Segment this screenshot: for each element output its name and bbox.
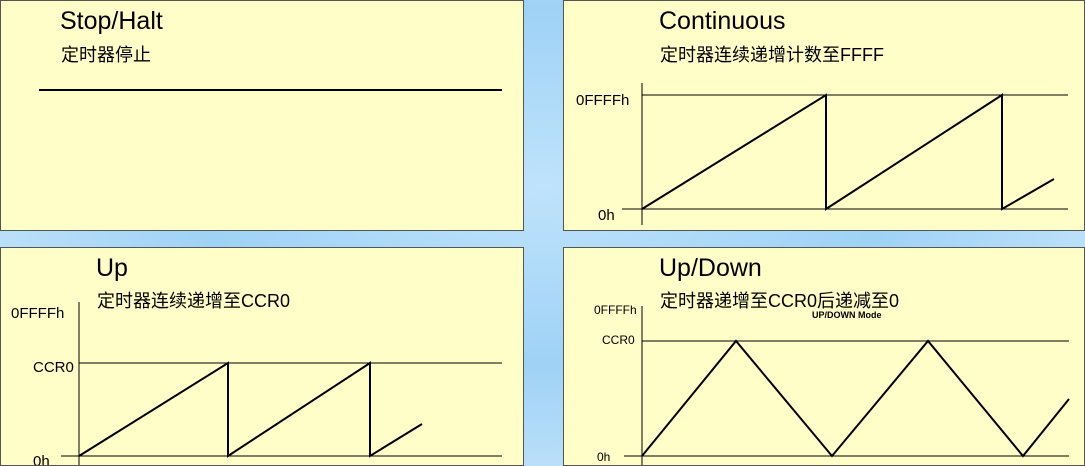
panel-stop-halt: Stop/Halt 定时器停止 — [0, 0, 524, 231]
ccr0-tick-label: CCR0 — [602, 333, 635, 347]
zero-tick-label: 0h — [597, 450, 610, 464]
mode-label: UP/DOWN Mode — [812, 310, 882, 320]
sawtooth-line — [78, 361, 423, 458]
panel-title: Stop/Halt — [60, 7, 163, 35]
up-waveform: 0FFFFh CCR0 0h — [11, 302, 502, 466]
ccr0-tick-label: CCR0 — [33, 359, 74, 376]
max-tick-label: 0FFFFh — [11, 305, 64, 322]
panel-title: Continuous — [659, 7, 786, 35]
panel-continuous: Continuous 定时器连续递增计数至FFFF 0FFFFh 0h — [563, 0, 1085, 231]
sawtooth-line — [641, 93, 1055, 211]
zero-tick-label: 0h — [33, 453, 50, 466]
panel-subtitle: 定时器递增至CCR0后递减至0 — [660, 291, 900, 311]
updown-waveform: UP/DOWN Mode 0FFFFh CCR0 0h — [594, 303, 1070, 465]
max-tick-label: 0FFFFh — [594, 303, 637, 317]
panel-up-down: Up/Down 定时器递增至CCR0后递减至0 UP/DOWN Mode 0FF… — [563, 247, 1085, 466]
panel-title: Up — [96, 254, 128, 282]
panel-up: Up 定时器连续递增至CCR0 0FFFFh CCR0 0h — [0, 247, 524, 466]
panel-title: Up/Down — [659, 254, 762, 282]
max-tick-label: 0FFFFh — [576, 92, 629, 109]
continuous-waveform: 0FFFFh 0h — [576, 83, 1068, 225]
triangle-line — [641, 339, 1070, 458]
panel-subtitle: 定时器连续递增计数至FFFF — [660, 45, 884, 65]
stop-waveform — [39, 89, 502, 91]
panel-subtitle: 定时器连续递增至CCR0 — [97, 291, 291, 311]
panel-subtitle: 定时器停止 — [61, 45, 151, 65]
zero-tick-label: 0h — [598, 207, 615, 224]
